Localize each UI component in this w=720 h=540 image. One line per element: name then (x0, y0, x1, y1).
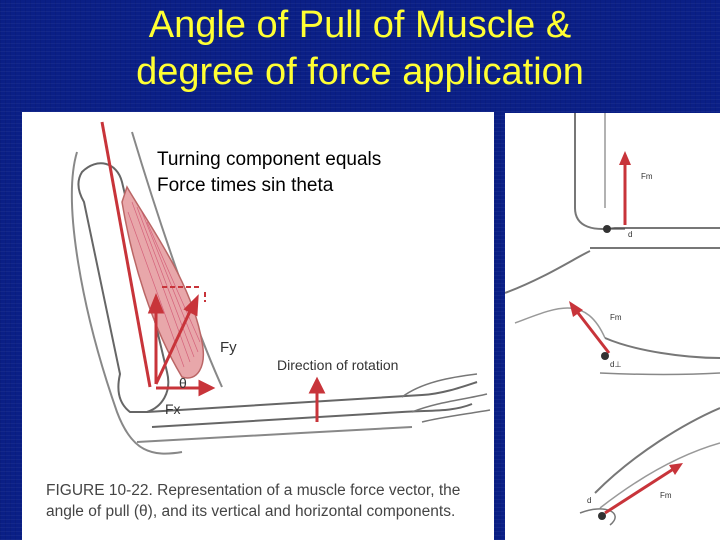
turning-component-note: Turning component equals Force times sin… (157, 147, 381, 199)
hand-bones (401, 373, 491, 423)
elbow-sequence-graphic: Fm d Fm d⊥ Fm d (505, 113, 720, 526)
panel-extended: Fm d⊥ (505, 250, 720, 376)
forearm-bone-lower (151, 403, 473, 428)
figure-caption: FIGURE 10-22. Representation of a muscle… (46, 480, 494, 522)
caption-text: Representation of a muscle force vector,… (46, 482, 461, 520)
panel-90-degrees: Fm d (574, 113, 720, 249)
d-bot-label: d (587, 496, 591, 505)
elbow-angle-figure: Fm d Fm d⊥ Fm d (505, 113, 720, 540)
biceps-muscle (121, 185, 204, 379)
d-mid-label: d⊥ (610, 360, 621, 369)
fy-arrowhead (147, 292, 165, 314)
dashed-guide (162, 286, 206, 302)
force-arrowhead (183, 294, 199, 317)
d-top-label: d (628, 230, 632, 239)
fx-arrowhead (198, 379, 216, 397)
fx-label: Fx (165, 401, 181, 417)
note-line-2: Force times sin theta (157, 175, 334, 196)
note-line-1: Turning component equals (157, 149, 382, 170)
title-line-1: Angle of Pull of Muscle & (148, 4, 572, 46)
panel-flexed: Fm d (579, 407, 720, 526)
muscle-force-vector (154, 306, 194, 385)
force-vectors (100, 121, 326, 422)
fm-top-label: Fm (641, 172, 653, 181)
direction-label: Direction of rotation (277, 357, 398, 373)
muscle-force-figure: Fy Fx θ Direction of rotation Turning co… (22, 112, 494, 540)
rotation-arrowhead (308, 376, 326, 394)
arm-diagram-graphic: Fy Fx θ Direction of rotation (70, 121, 491, 455)
fm-bot-label: Fm (660, 491, 672, 500)
forearm-skin (136, 426, 413, 443)
theta-label: θ (179, 375, 187, 391)
caption-lead: FIGURE 10-22. (46, 482, 153, 499)
fy-label: Fy (220, 339, 237, 356)
humerus-bone (77, 162, 170, 413)
fm-mid-label: Fm (610, 313, 622, 322)
title-line-2: degree of force application (136, 51, 584, 93)
arm-skin-outline (70, 151, 183, 455)
slide-title: Angle of Pull of Muscle & degree of forc… (0, 2, 720, 96)
forearm-bone-upper (146, 381, 478, 413)
muscle-line-of-pull (100, 121, 152, 388)
